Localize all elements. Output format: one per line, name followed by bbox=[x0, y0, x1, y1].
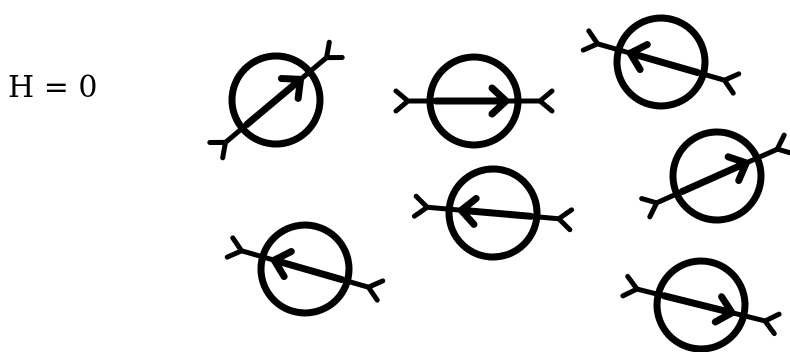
head-fork bbox=[773, 135, 790, 158]
moment-arrow-shaft bbox=[247, 79, 301, 124]
dipole-1 bbox=[188, 16, 364, 184]
tail-fork bbox=[722, 71, 739, 94]
tail-fork bbox=[642, 194, 661, 217]
dipole-7 bbox=[615, 243, 788, 352]
tail-fork bbox=[396, 91, 408, 111]
head-fork bbox=[763, 311, 779, 333]
head-fork bbox=[227, 238, 244, 261]
dipole-3 bbox=[574, 0, 748, 126]
dipole-6 bbox=[218, 205, 392, 333]
tail-fork bbox=[366, 278, 383, 301]
head-fork bbox=[414, 196, 428, 217]
moment-arrow-shaft bbox=[461, 210, 531, 216]
head-fork bbox=[583, 31, 600, 54]
dipole-5 bbox=[411, 162, 574, 263]
dipole-4 bbox=[628, 104, 790, 248]
dipole-2 bbox=[396, 57, 552, 145]
head-fork bbox=[540, 91, 552, 111]
tail-fork bbox=[623, 276, 639, 298]
tail-fork bbox=[558, 209, 572, 230]
